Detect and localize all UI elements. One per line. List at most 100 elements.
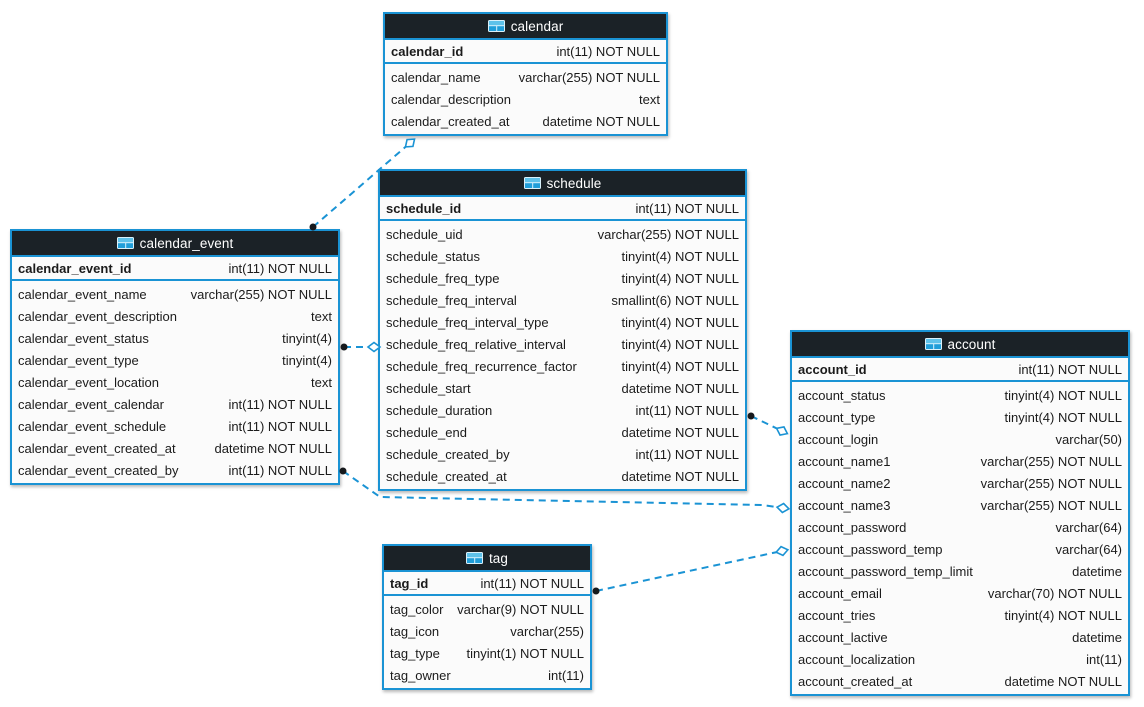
relation-line[interactable] <box>312 146 407 228</box>
table-header[interactable]: calendar <box>385 14 666 38</box>
column-type: varchar(64) <box>1055 519 1122 535</box>
column-type: datetime NOT NULL <box>1004 673 1122 689</box>
column-type: datetime NOT NULL <box>621 380 739 396</box>
pk-column-type: int(11) NOT NULL <box>480 575 584 591</box>
column-type: varchar(70) NOT NULL <box>987 585 1122 601</box>
column-name: schedule_uid <box>386 226 463 242</box>
column-row[interactable]: account_created_at datetime NOT NULL <box>792 670 1128 692</box>
relation-line[interactable] <box>750 415 778 430</box>
column-type: tinyint(1) NOT NULL <box>466 645 584 661</box>
table-header[interactable]: calendar_event <box>12 231 338 255</box>
table-title: calendar_event <box>139 235 234 251</box>
column-name: schedule_created_by <box>386 446 510 462</box>
column-type: tinyint(4) NOT NULL <box>621 358 739 374</box>
column-name: account_created_at <box>798 673 913 689</box>
column-type: int(11) <box>548 667 584 683</box>
column-name: schedule_freq_recurrence_factor <box>386 358 577 374</box>
column-name: account_status <box>798 387 886 403</box>
column-row[interactable]: schedule_freq_recurrence_factor tinyint(4… <box>380 355 745 377</box>
column-name: calendar_event_created_by <box>18 462 179 478</box>
table-header[interactable]: account <box>792 332 1128 356</box>
column-row[interactable]: calendar_event_calendar int(11) NOT NULL <box>12 393 338 415</box>
column-row[interactable]: schedule_uid varchar(255) NOT NULL <box>380 223 745 245</box>
table-header[interactable]: tag <box>384 546 590 570</box>
column-type: varchar(255) NOT NULL <box>597 226 739 242</box>
pk-column-type: int(11) NOT NULL <box>635 200 739 216</box>
column-type: int(11) NOT NULL <box>228 418 332 434</box>
pk-column-type: int(11) NOT NULL <box>556 43 660 59</box>
relation-line[interactable] <box>342 470 778 509</box>
column-type: datetime NOT NULL <box>542 113 660 129</box>
column-type: varchar(255) <box>510 623 584 639</box>
table-header[interactable]: schedule <box>380 171 745 195</box>
column-type: tinyint(4) NOT NULL <box>621 248 739 264</box>
column-row[interactable]: calendar_event_schedule int(11) NOT NULL <box>12 415 338 437</box>
column-type: datetime <box>1072 629 1122 645</box>
column-type: tinyint(4) NOT NULL <box>621 336 739 352</box>
column-name: account_name3 <box>798 497 891 513</box>
relation-line[interactable] <box>595 551 777 592</box>
column-type: datetime NOT NULL <box>621 424 739 440</box>
column-type: int(11) NOT NULL <box>228 396 332 412</box>
column-row[interactable]: tag_type tinyint(1) NOT NULL <box>384 642 590 664</box>
column-name: calendar_event_schedule <box>18 418 167 434</box>
column-name: tag_type <box>390 645 440 661</box>
column-name: tag_color <box>390 601 444 617</box>
column-name: calendar_event_description <box>18 308 177 324</box>
pk-column-name: calendar_event_id <box>18 260 132 276</box>
column-name: calendar_event_calendar <box>18 396 164 412</box>
column-name: calendar_event_name <box>18 286 147 302</box>
relation-diamond-icon <box>404 138 416 148</box>
column-name: schedule_freq_interval <box>386 292 517 308</box>
